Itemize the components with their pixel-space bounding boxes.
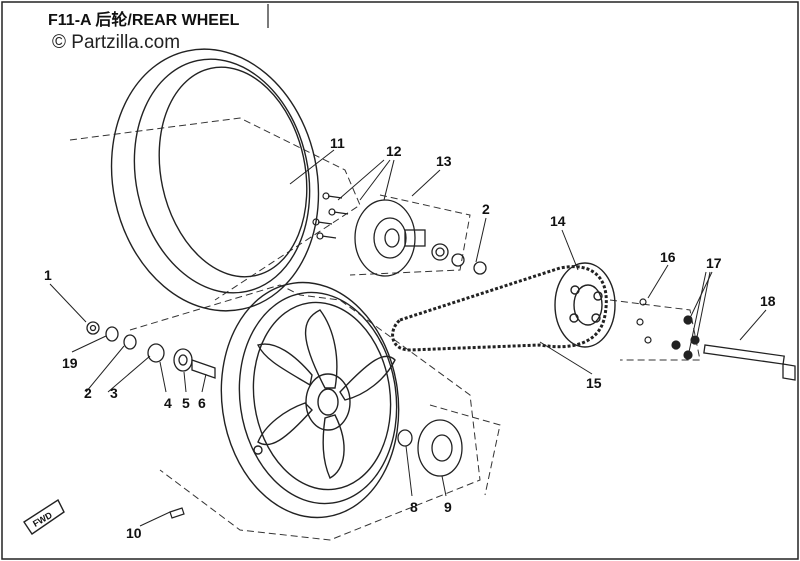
- page-title: F11-A 后轮/REAR WHEEL: [48, 12, 240, 29]
- brake-disc-assembly: [354, 199, 487, 277]
- callout-13: 13: [436, 153, 452, 169]
- wheel-rim: [220, 281, 400, 519]
- tire: [110, 48, 320, 312]
- callout-19: 19: [62, 355, 78, 371]
- disc-bolts: [312, 192, 349, 240]
- callout-8: 8: [410, 499, 418, 515]
- callout-16: 16: [660, 249, 676, 265]
- callout-17: 17: [706, 255, 722, 271]
- rear-sprocket: [554, 262, 616, 348]
- callout-9: 9: [444, 499, 452, 515]
- callout-11: 11: [330, 135, 345, 151]
- valve-stem: [169, 507, 185, 519]
- partzilla-watermark: © Partzilla.com: [52, 32, 181, 53]
- rear-axle: [703, 344, 796, 381]
- callout-4: 4: [164, 395, 172, 411]
- callout-6: 6: [198, 395, 206, 411]
- callout-2a: 2: [84, 385, 92, 401]
- callout-10: 10: [126, 525, 142, 541]
- callout-5: 5: [182, 395, 190, 411]
- callout-14: 14: [550, 213, 566, 229]
- callout-1: 1: [44, 267, 52, 283]
- callout-leaders: [49, 149, 767, 527]
- callout-2b: 2: [482, 201, 490, 217]
- callout-numbers: 1 2 2 3 4 5 6 8 9 10 11 12 13 14 15 16 1…: [44, 135, 776, 541]
- left-spacers-bearings: [86, 321, 216, 379]
- callout-15: 15: [586, 375, 602, 391]
- callout-3: 3: [110, 385, 118, 401]
- fwd-arrow-icon: FWD: [23, 498, 65, 535]
- assembly-outlines: [69, 117, 701, 541]
- drive-chain: [391, 265, 608, 352]
- axle-nuts: [636, 298, 700, 360]
- cush-drive-hub: [397, 419, 463, 477]
- callout-18: 18: [760, 293, 776, 309]
- callout-12: 12: [386, 143, 402, 159]
